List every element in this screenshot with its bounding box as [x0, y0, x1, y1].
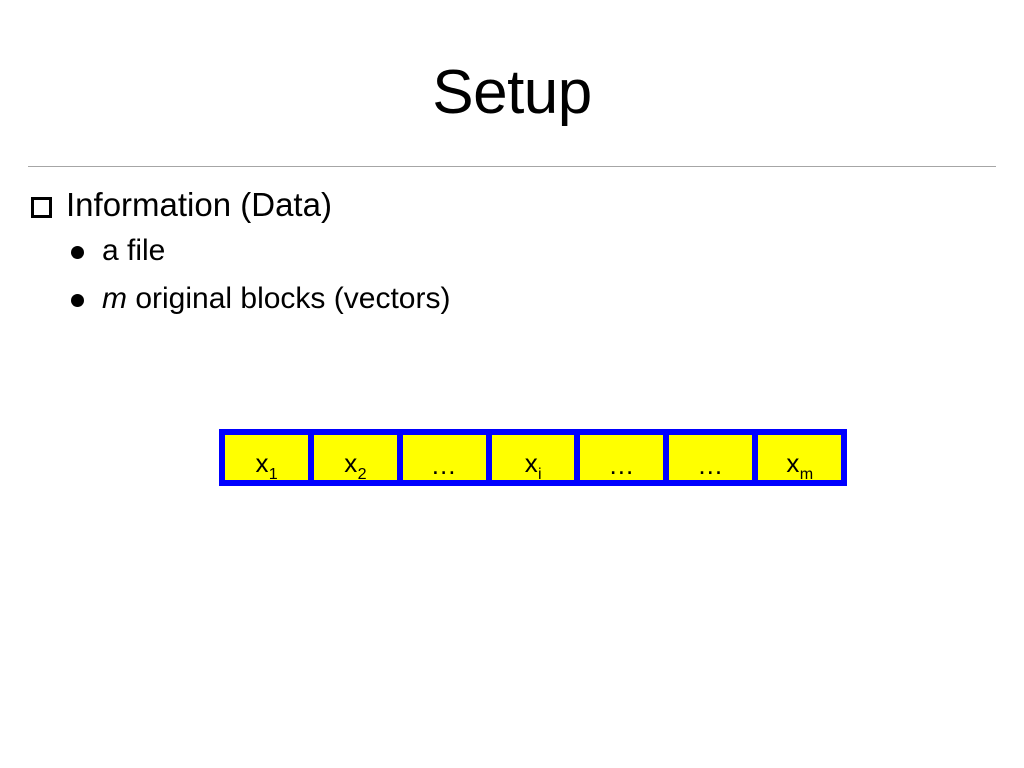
- bullet-list: Information (Data) a file m original blo…: [28, 186, 988, 329]
- round-bullet-icon: [66, 233, 102, 269]
- bullet-text-original-blocks: m original blocks (vectors): [102, 281, 450, 317]
- page-title: Setup: [432, 58, 592, 127]
- bullet-item-a-file: a file: [28, 233, 988, 269]
- block-cell-label: x1: [255, 448, 278, 480]
- block-cell: …: [580, 435, 664, 480]
- block-cell: …: [669, 435, 753, 480]
- block-cell: x2: [313, 435, 397, 480]
- block-cell-label: x2: [344, 448, 367, 480]
- block-cell-label: xi: [524, 448, 542, 480]
- original-blocks-diagram: x1 x2 … xi … … xm: [219, 429, 847, 486]
- block-cell: xm: [758, 435, 842, 480]
- bullet-text-original-blocks-rest: original blocks (vectors): [127, 281, 451, 315]
- block-cell-label: …: [608, 450, 636, 480]
- block-cell-label: xm: [786, 448, 814, 480]
- variable-m: m: [102, 281, 127, 315]
- block-cell: xi: [491, 435, 575, 480]
- block-cell: …: [402, 435, 486, 480]
- hollow-square-bullet-icon: [28, 186, 66, 224]
- bullet-text-information: Information (Data): [66, 186, 332, 223]
- block-cell-label: …: [697, 450, 725, 480]
- bullet-item-information: Information (Data): [28, 186, 988, 225]
- block-cell: x1: [225, 435, 308, 480]
- bullet-text-a-file: a file: [102, 233, 166, 267]
- round-bullet-icon: [66, 281, 102, 317]
- bullet-item-original-blocks: m original blocks (vectors): [28, 281, 988, 317]
- block-cell-label: …: [430, 450, 458, 480]
- title-divider: [28, 166, 996, 167]
